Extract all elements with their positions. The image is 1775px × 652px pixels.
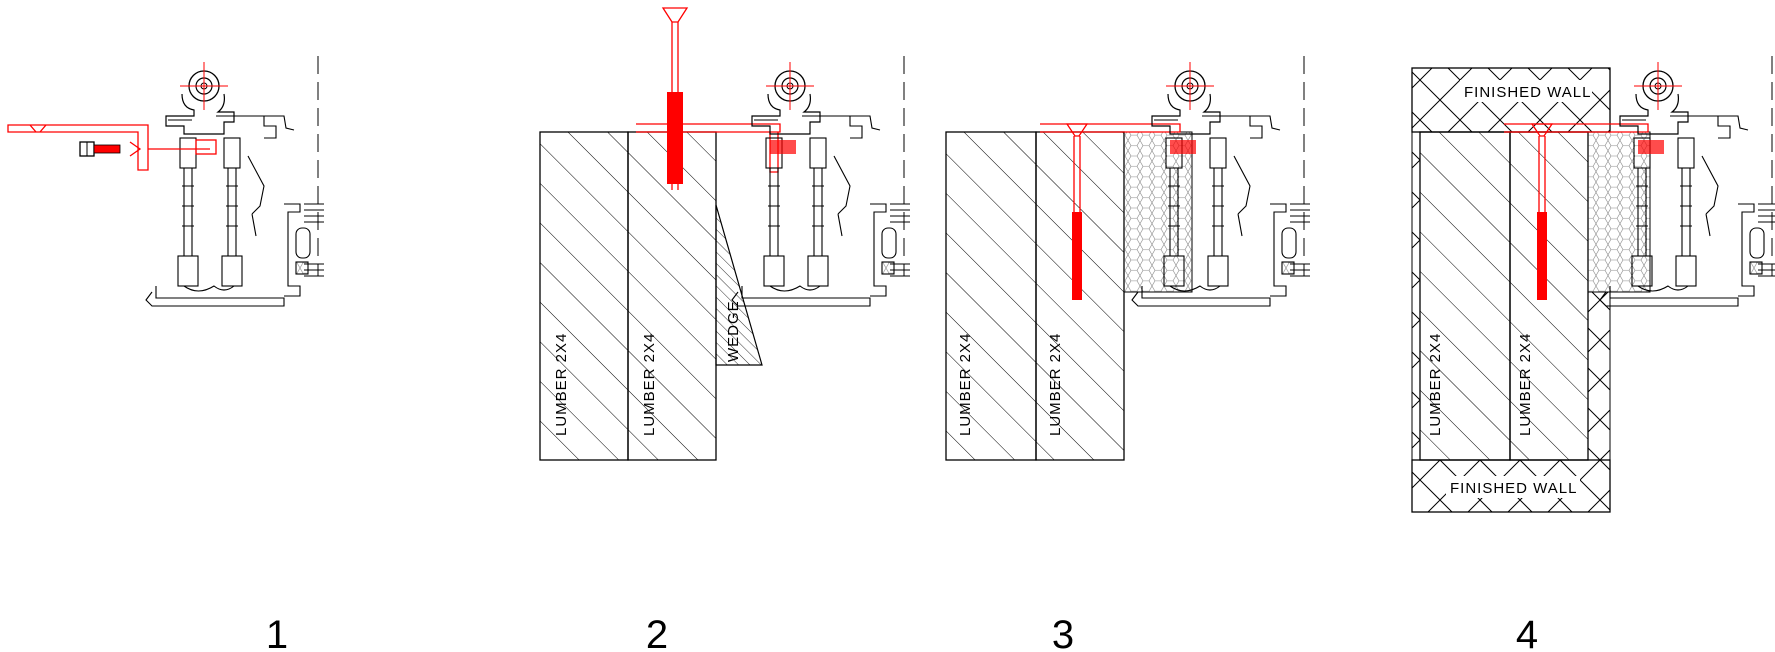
lumber-2x4 (945, 131, 1037, 461)
lumber-label: LUMBER 2X4 (1427, 333, 1444, 436)
lumber-label: LUMBER 2X4 (1047, 333, 1064, 436)
step-1-drawing: 1 (7, 55, 325, 652)
step-2-drawing: LUMBER 2X4 LUMBER 2X4 WEDGE 2 (539, 7, 911, 652)
screw-icon (1065, 123, 1089, 300)
screw-icon (661, 7, 689, 190)
lumber-label: LUMBER 2X4 (1517, 333, 1534, 436)
finished-wall-label: FINISHED WALL (1450, 480, 1577, 497)
wedge (715, 204, 763, 366)
lumber-label: LUMBER 2X4 (957, 333, 974, 436)
finished-wall-label: FINISHED WALL (1464, 84, 1591, 101)
bolt-icon (79, 141, 121, 157)
wedge-label: WEDGE (725, 300, 742, 362)
step-3-drawing: LUMBER 2X4 LUMBER 2X4 3 (945, 55, 1311, 652)
step-number: 4 (1516, 613, 1538, 652)
lumber-label: LUMBER 2X4 (553, 333, 570, 436)
lumber-2x4 (1419, 131, 1511, 461)
lumber-2x4 (1509, 131, 1589, 461)
mounting-bracket (7, 124, 149, 171)
step-number: 3 (1052, 613, 1074, 652)
foam-insulation (1587, 131, 1651, 293)
step-number: 2 (646, 613, 668, 652)
screw-icon (1530, 123, 1554, 300)
step-number: 1 (266, 613, 288, 652)
lumber-label: LUMBER 2X4 (641, 333, 658, 436)
step-4-drawing: FINISHED WALL FINISHED WALL LUMBER 2X4 L… (1411, 55, 1775, 652)
foam-insulation (1123, 131, 1193, 293)
lumber-2x4 (539, 131, 629, 461)
